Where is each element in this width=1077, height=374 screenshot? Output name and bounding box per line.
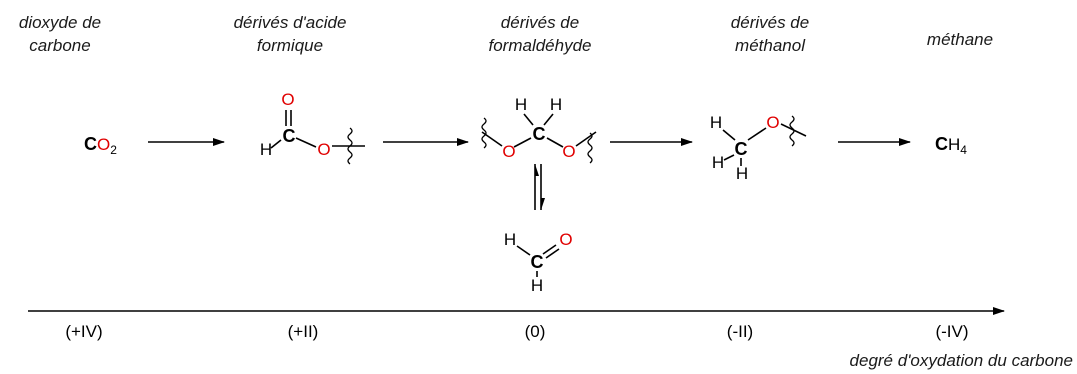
molecule-acetal: H H C O O bbox=[481, 95, 597, 164]
ch4-formula: CH4 bbox=[935, 134, 967, 157]
equilibrium-arrow-up-head bbox=[535, 164, 539, 176]
molecule-formate: O C H O bbox=[260, 90, 365, 165]
acetal-wavy-bond-left bbox=[481, 117, 487, 149]
co2-formula: CO2 bbox=[84, 134, 117, 157]
oxidation-state-methanol: (-II) bbox=[727, 322, 753, 341]
methoxy-hydrogen-left: H bbox=[712, 153, 724, 172]
category-methanol-line1: dérivés de bbox=[731, 13, 809, 32]
acetal-hydrogen-right: H bbox=[550, 95, 562, 114]
methoxy-carbon: C bbox=[735, 139, 748, 159]
category-co2: dioxyde de carbone bbox=[19, 13, 101, 55]
formaldehyde-double-bond-b bbox=[545, 248, 560, 259]
category-methane-line1: méthane bbox=[927, 30, 993, 49]
category-formic: dérivés d'acide formique bbox=[234, 13, 347, 55]
formaldehyde-carbon: C bbox=[531, 252, 544, 272]
category-formaldehyde-line1: dérivés de bbox=[501, 13, 579, 32]
acetal-o-r-bond-right bbox=[575, 131, 597, 147]
formate-co-bond bbox=[295, 137, 317, 148]
acetal-oxygen-left: O bbox=[502, 142, 515, 161]
acetal-ch-bond-right bbox=[543, 113, 554, 126]
category-formaldehyde-line2: formaldéhyde bbox=[488, 36, 591, 55]
formate-hydrogen: H bbox=[260, 140, 272, 159]
oxidation-state-formaldehyde: (0) bbox=[525, 322, 546, 341]
axis-label: degré d'oxydation du carbone bbox=[850, 351, 1073, 370]
formaldehyde-hydrogen-bottom: H bbox=[531, 276, 543, 295]
co2-carbon: C bbox=[84, 134, 97, 154]
acetal-ch-bond-left bbox=[523, 113, 534, 126]
oxidation-state-methane: (-IV) bbox=[935, 322, 968, 341]
formaldehyde-ch-bond-top bbox=[516, 245, 531, 256]
formate-ester-oxygen: O bbox=[317, 140, 330, 159]
category-methane: méthane bbox=[927, 30, 993, 49]
formaldehyde-hydrogen-top: H bbox=[504, 230, 516, 249]
category-formic-line1: dérivés d'acide bbox=[234, 13, 347, 32]
co2-subscript: 2 bbox=[110, 143, 117, 157]
acetal-co-bond-left bbox=[513, 137, 532, 148]
oxidation-state-co2: (+IV) bbox=[65, 322, 102, 341]
formaldehyde-oxygen: O bbox=[559, 230, 572, 249]
methoxy-hydrogen-bottom: H bbox=[736, 164, 748, 183]
formate-wavy-bond bbox=[347, 127, 353, 165]
methoxy-ch-bond-top bbox=[722, 129, 736, 141]
acetal-wavy-bond-right bbox=[587, 132, 593, 164]
acetal-co-bond-right bbox=[546, 137, 564, 148]
methoxy-oxygen: O bbox=[766, 113, 779, 132]
methoxy-co-bond bbox=[747, 127, 767, 141]
formate-carbon: C bbox=[283, 126, 296, 146]
molecule-co2: CO2 bbox=[84, 134, 117, 157]
co2-oxygen: O bbox=[97, 135, 110, 154]
formaldehyde-double-bond-a bbox=[542, 244, 557, 255]
category-formic-line2: formique bbox=[257, 36, 323, 55]
ch4-subscript: 4 bbox=[960, 143, 967, 157]
category-methanol: dérivés de méthanol bbox=[731, 13, 809, 55]
category-formaldehyde: dérivés de formaldéhyde bbox=[488, 13, 591, 55]
acetal-oxygen-right: O bbox=[562, 142, 575, 161]
equilibrium-arrow-down-head bbox=[541, 198, 545, 210]
molecule-ch4: CH4 bbox=[935, 134, 967, 157]
methoxy-ch-bond-left bbox=[723, 154, 735, 161]
equilibrium-arrows bbox=[534, 164, 545, 210]
methoxy-wavy-bond bbox=[789, 115, 795, 147]
molecule-methoxy: H C H H O bbox=[710, 113, 807, 183]
category-methanol-line2: méthanol bbox=[735, 36, 806, 55]
ch4-carbon: C bbox=[935, 134, 948, 154]
category-co2-line1: dioxyde de bbox=[19, 13, 101, 32]
acetal-carbon: C bbox=[533, 124, 546, 144]
category-co2-line2: carbone bbox=[29, 36, 90, 55]
ch4-hydrogen: H bbox=[948, 135, 960, 154]
molecule-formaldehyde: H C O H bbox=[504, 230, 573, 295]
acetal-hydrogen-left: H bbox=[515, 95, 527, 114]
formate-ch-bond bbox=[270, 139, 282, 149]
oxidation-state-formic: (+II) bbox=[288, 322, 319, 341]
formate-carbonyl-oxygen: O bbox=[281, 90, 294, 109]
methoxy-hydrogen-top: H bbox=[710, 113, 722, 132]
